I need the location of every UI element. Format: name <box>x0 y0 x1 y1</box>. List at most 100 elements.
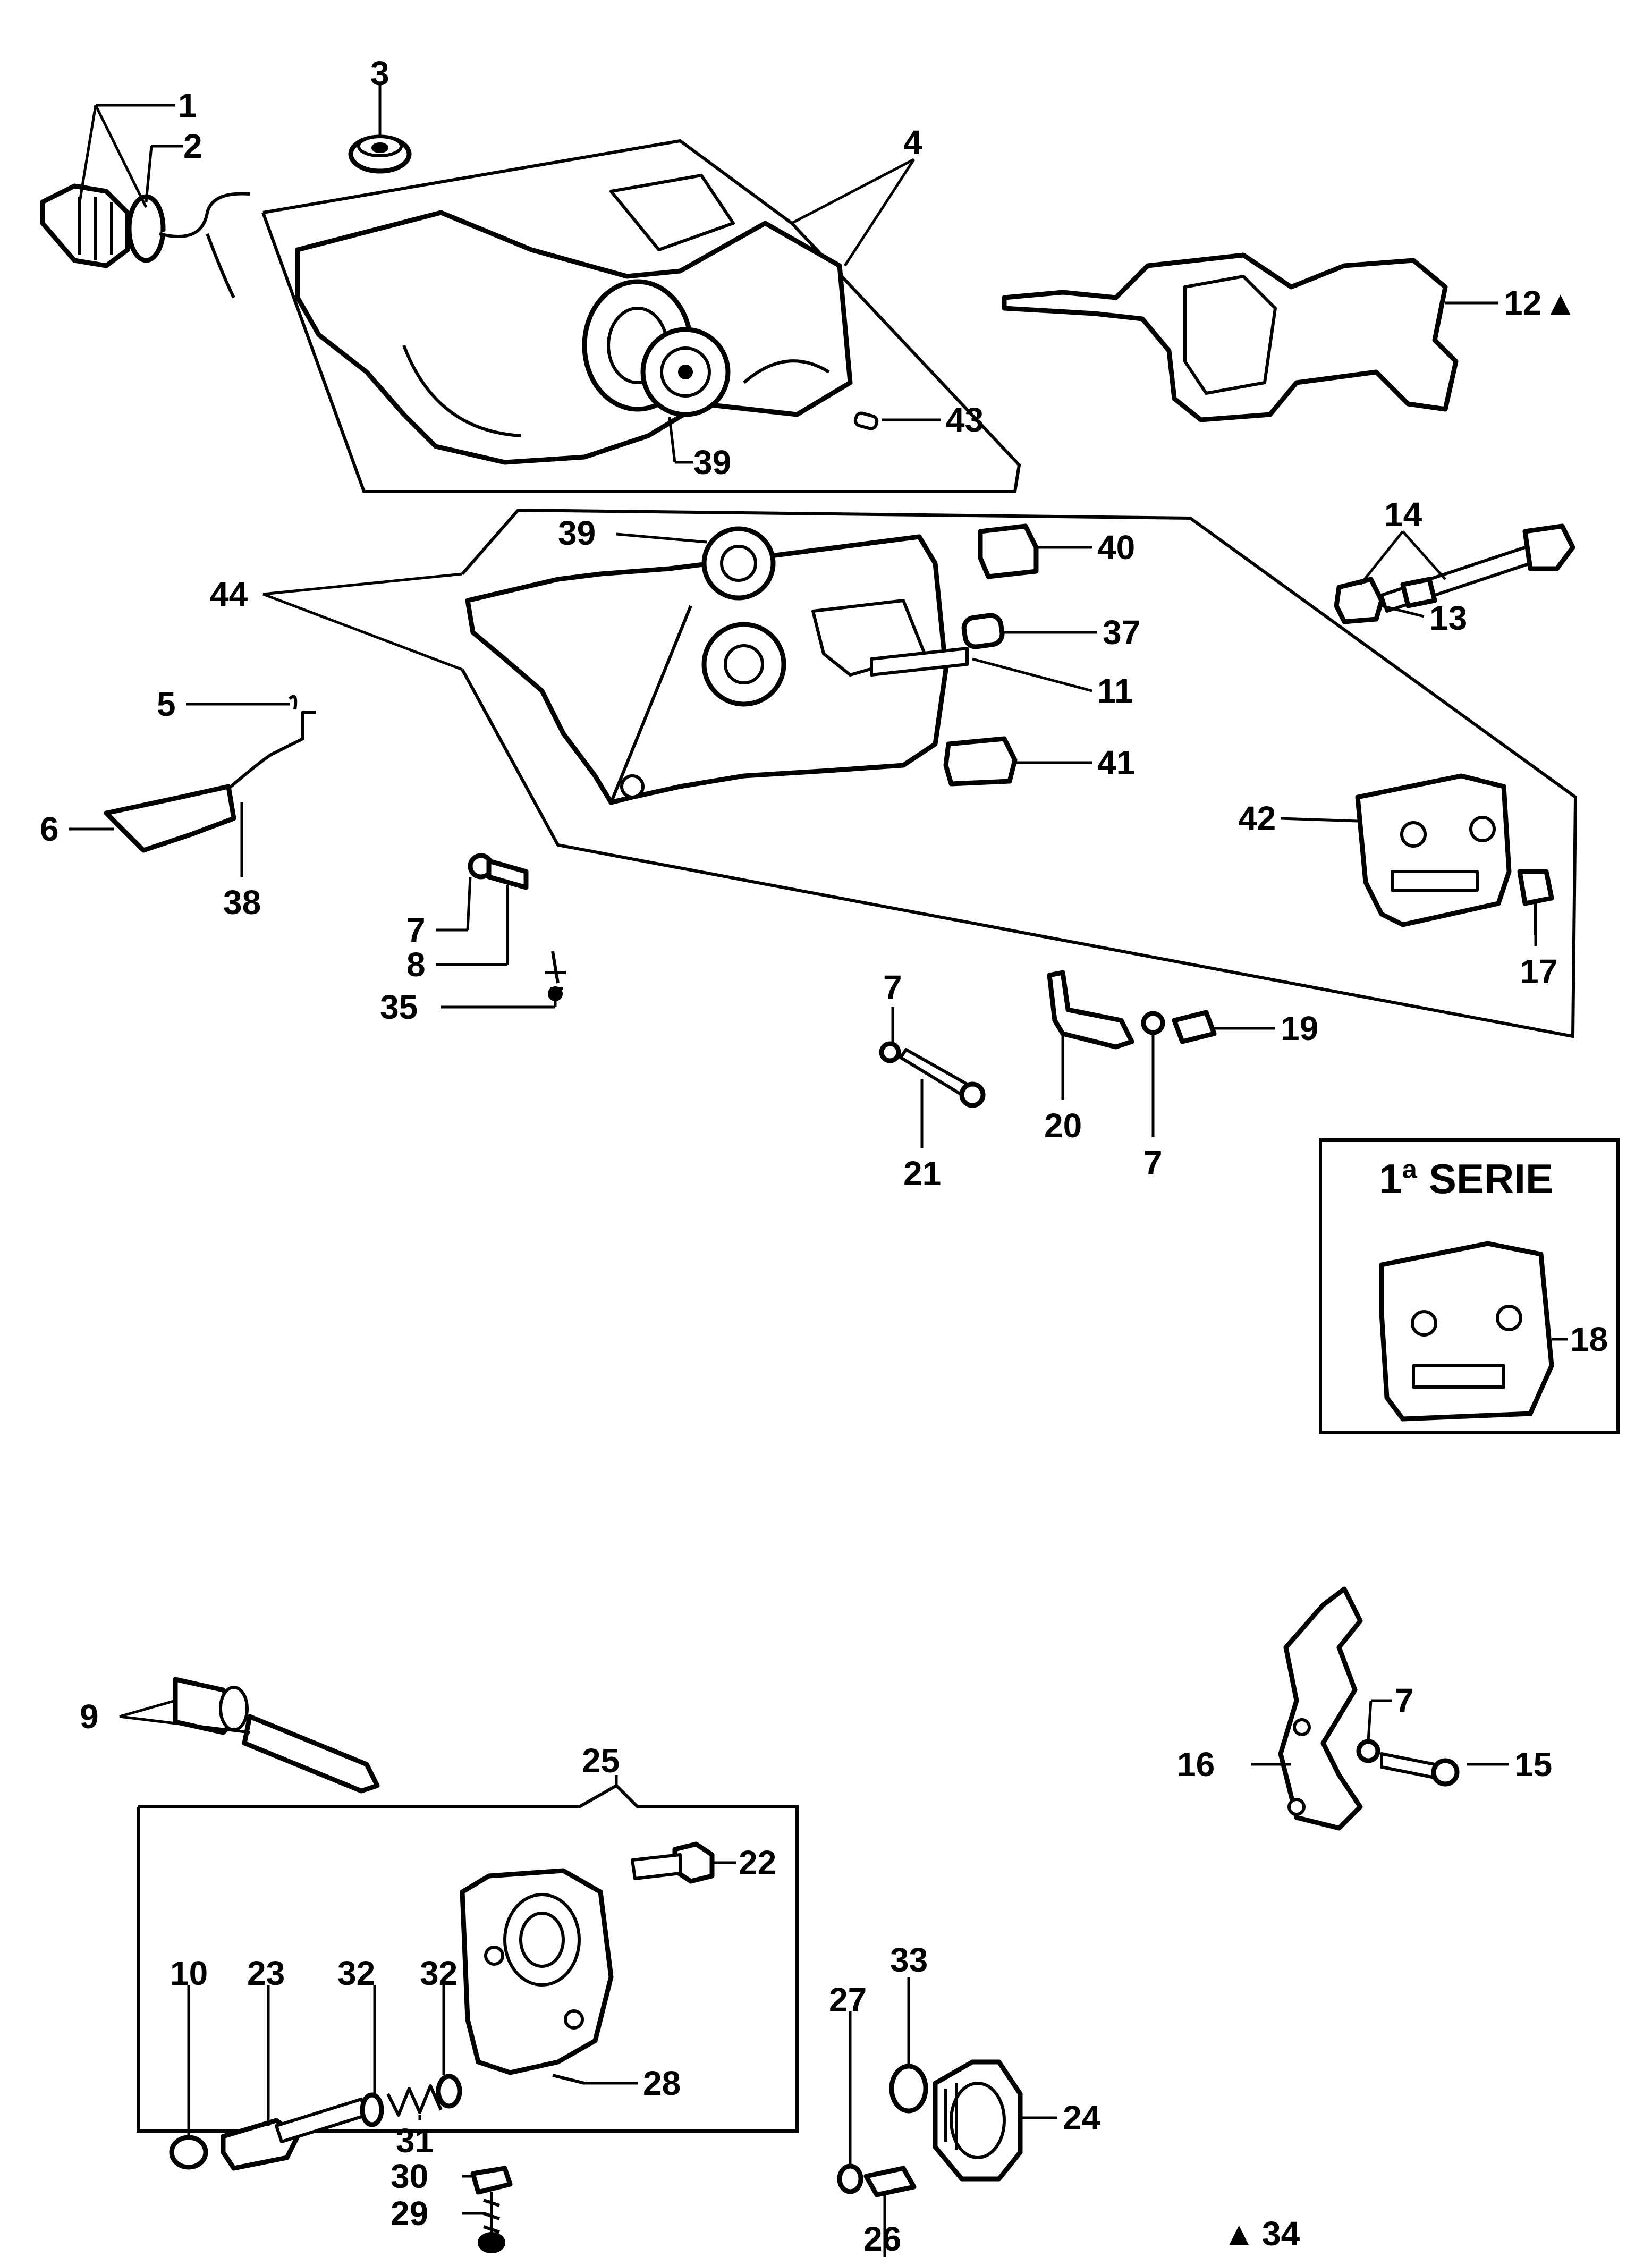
part-washer-32a <box>360 2092 384 2127</box>
part-oring-33 <box>889 2064 928 2114</box>
part-crankcase-44 <box>465 534 948 805</box>
label-19: 19 <box>1281 1009 1318 1047</box>
label-40: 40 <box>1097 528 1135 567</box>
label-31: 31 <box>396 2121 434 2160</box>
label-26: 26 <box>863 2220 901 2257</box>
label-15: 15 <box>1514 1745 1552 1783</box>
part-guard-16 <box>1278 1586 1363 1831</box>
label-24: 24 <box>1063 2099 1101 2137</box>
label-6: 6 <box>40 810 59 848</box>
crankcase-group-outline <box>261 139 1021 493</box>
part-screw-29-30 <box>470 2166 513 2253</box>
label-28: 28 <box>643 2064 681 2102</box>
label-18: 18 <box>1570 1320 1608 1358</box>
label-39-upper: 39 <box>693 443 731 481</box>
part-spring-31 <box>386 2084 443 2117</box>
label-29: 29 <box>391 2194 428 2233</box>
triangle-marker-12: ▲ <box>1544 284 1577 322</box>
label-12: 12 <box>1504 284 1541 322</box>
part-washer-7-21 <box>879 1041 901 1063</box>
label-17: 17 <box>1520 952 1557 991</box>
part-pin-43 <box>853 411 879 430</box>
label-7-left: 7 <box>406 911 426 949</box>
label-16: 16 <box>1177 1745 1215 1783</box>
inset-title: 1ª SERIE <box>1379 1155 1553 1202</box>
part-stop-22 <box>631 1841 715 1884</box>
part-grommet-3 <box>348 134 412 174</box>
part-pad-41 <box>943 736 1018 787</box>
part-worm-23 <box>221 2098 368 2171</box>
part-trigger-6 <box>104 784 236 853</box>
label-39-middle: 39 <box>558 514 596 552</box>
part-crankcase-half <box>295 174 853 465</box>
label-23: 23 <box>247 1954 285 1992</box>
part-bracket-20 <box>1047 970 1134 1050</box>
label-38: 38 <box>223 883 261 922</box>
label-37: 37 <box>1103 613 1140 652</box>
label-32-left: 32 <box>337 1954 375 1992</box>
label-8: 8 <box>406 945 426 984</box>
label-33: 33 <box>890 1941 928 1979</box>
part-plug-10 <box>169 2135 208 2170</box>
label-35: 35 <box>380 988 418 1026</box>
label-7-19: 7 <box>1143 1144 1163 1182</box>
part-washer-27 <box>837 2163 863 2194</box>
leader-lines <box>69 85 1568 2257</box>
label-5: 5 <box>157 685 176 723</box>
label-22: 22 <box>739 1844 776 1882</box>
part-screw-19 <box>1172 1010 1217 1044</box>
part-gasket-12 <box>1002 252 1459 422</box>
part-spring-35 <box>545 951 566 1001</box>
label-2: 2 <box>183 127 202 165</box>
part-cover-plate-18 <box>1379 1241 1554 1422</box>
label-27: 27 <box>829 1981 867 2019</box>
part-bearing-39-upper <box>640 327 731 417</box>
part-screw-8 <box>468 853 529 890</box>
part-screw-17 <box>1517 869 1554 935</box>
label-14: 14 <box>1384 495 1422 534</box>
part-bearing-39-middle <box>701 526 776 601</box>
part-stud-11 <box>870 647 969 677</box>
part-pad-40 <box>978 523 1039 579</box>
callout-labels: 1 2 3 4 43 39 12 ▲ 39 40 44 37 11 41 14 … <box>40 54 1608 2257</box>
part-nut-13 <box>1334 577 1384 624</box>
part-shaft-9 <box>173 1677 380 1794</box>
label-32-right: 32 <box>420 1954 458 1992</box>
part-pin-28 <box>552 2074 585 2085</box>
part-washer-32b <box>436 2074 462 2109</box>
part-washer-7-15 <box>1356 1739 1380 1763</box>
part-washer-7-19 <box>1141 1011 1165 1035</box>
part-screw-15 <box>1380 1752 1460 1787</box>
label-43: 43 <box>946 401 984 439</box>
label-11: 11 <box>1097 672 1133 710</box>
crankcase-group-44-outline <box>461 508 1578 1038</box>
label-44: 44 <box>210 575 248 613</box>
label-7-15: 7 <box>1395 1681 1414 1720</box>
label-4: 4 <box>903 123 922 162</box>
label-41: 41 <box>1097 743 1135 782</box>
part-wire-1 <box>159 192 250 299</box>
label-42: 42 <box>1238 799 1276 838</box>
part-screw-21 <box>899 1048 986 1108</box>
label-1: 1 <box>178 86 197 124</box>
inset-box <box>1319 1138 1620 1434</box>
part-plug-1 <box>40 183 130 268</box>
part-clip-5 <box>288 695 298 710</box>
label-10: 10 <box>170 1954 208 1992</box>
label-13: 13 <box>1429 599 1467 637</box>
part-pump-body-25 <box>460 1868 614 2075</box>
label-3: 3 <box>370 54 389 92</box>
part-worm-gear-24 <box>933 2059 1023 2182</box>
triangle-marker-34: ▲ <box>1222 2214 1256 2253</box>
part-pin-37 <box>961 613 1005 649</box>
part-cover-plate-42 <box>1355 773 1512 927</box>
label-9: 9 <box>80 1697 99 1736</box>
label-7-21: 7 <box>883 968 902 1007</box>
label-25: 25 <box>582 1742 620 1780</box>
label-34: 34 <box>1262 2214 1300 2253</box>
label-30: 30 <box>391 2157 428 2195</box>
label-20: 20 <box>1044 1106 1082 1145</box>
part-screw-26 <box>863 2166 917 2197</box>
label-21: 21 <box>903 1154 941 1193</box>
